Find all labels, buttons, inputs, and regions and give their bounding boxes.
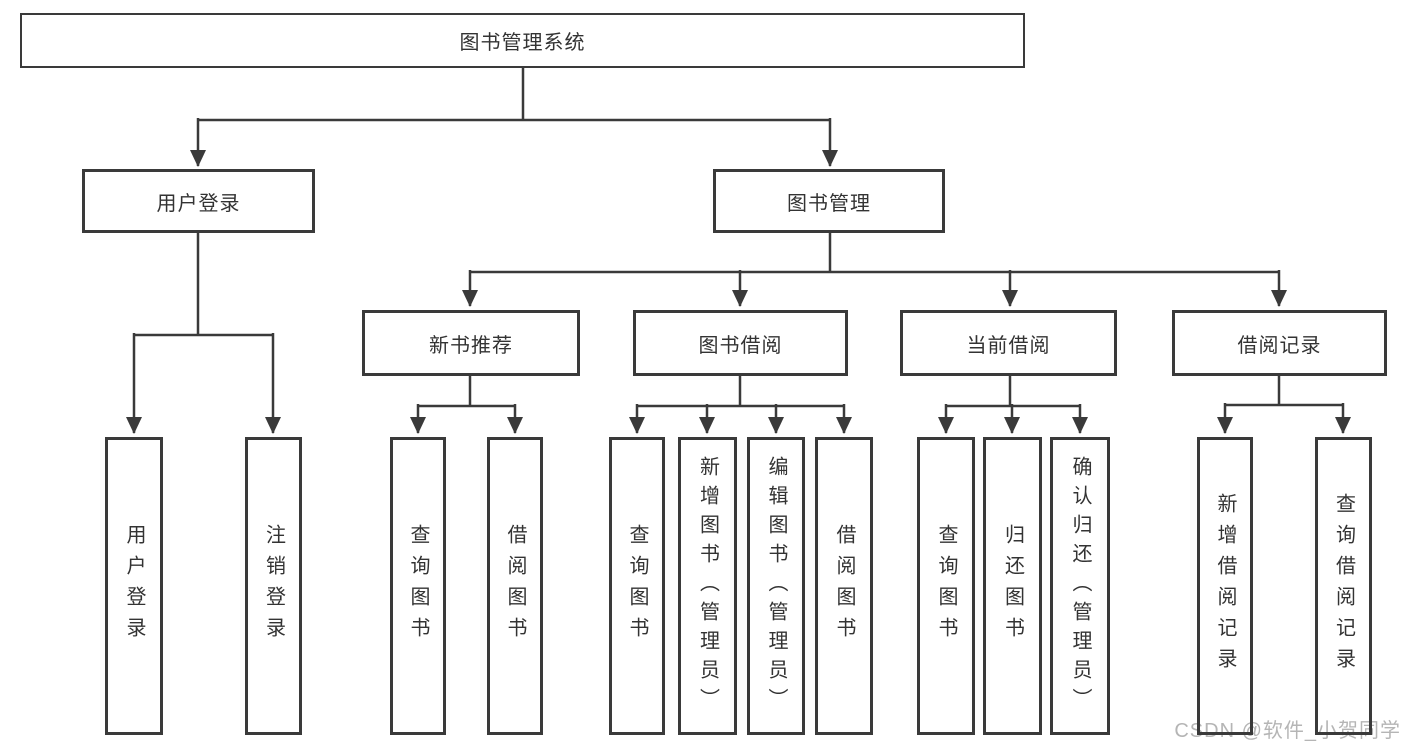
wire-group xyxy=(126,68,1351,434)
leaf-query-books-current: 查询图书 xyxy=(917,437,975,735)
leaf-query-borrow-record: 查询借阅记录 xyxy=(1315,437,1372,735)
leaf-borrow-books-recommend: 借阅图书 xyxy=(487,437,543,735)
leaf-edit-book-admin: 编辑图书（管理员） xyxy=(747,437,805,735)
leaf-confirm-return-admin: 确认归还（管理员） xyxy=(1050,437,1110,735)
node-current-borrowing: 当前借阅 xyxy=(900,310,1117,376)
leaf-query-books-recommend: 查询图书 xyxy=(390,437,446,735)
leaf-user-login: 用户登录 xyxy=(105,437,163,735)
node-user-login: 用户登录 xyxy=(82,169,315,233)
leaf-add-book-admin: 新增图书（管理员） xyxy=(678,437,737,735)
leaf-query-books-borrowing: 查询图书 xyxy=(609,437,665,735)
node-new-book-recommend: 新书推荐 xyxy=(362,310,580,376)
leaf-logout: 注销登录 xyxy=(245,437,302,735)
leaf-return-book: 归还图书 xyxy=(983,437,1042,735)
node-library-system: 图书管理系统 xyxy=(20,13,1025,68)
leaf-borrow-books-borrowing: 借阅图书 xyxy=(815,437,873,735)
node-book-management: 图书管理 xyxy=(713,169,945,233)
node-book-borrowing: 图书借阅 xyxy=(633,310,848,376)
leaf-add-borrow-record: 新增借阅记录 xyxy=(1197,437,1253,735)
node-borrowing-records: 借阅记录 xyxy=(1172,310,1387,376)
watermark: CSDN @软件_小贺同学 xyxy=(1174,720,1401,742)
